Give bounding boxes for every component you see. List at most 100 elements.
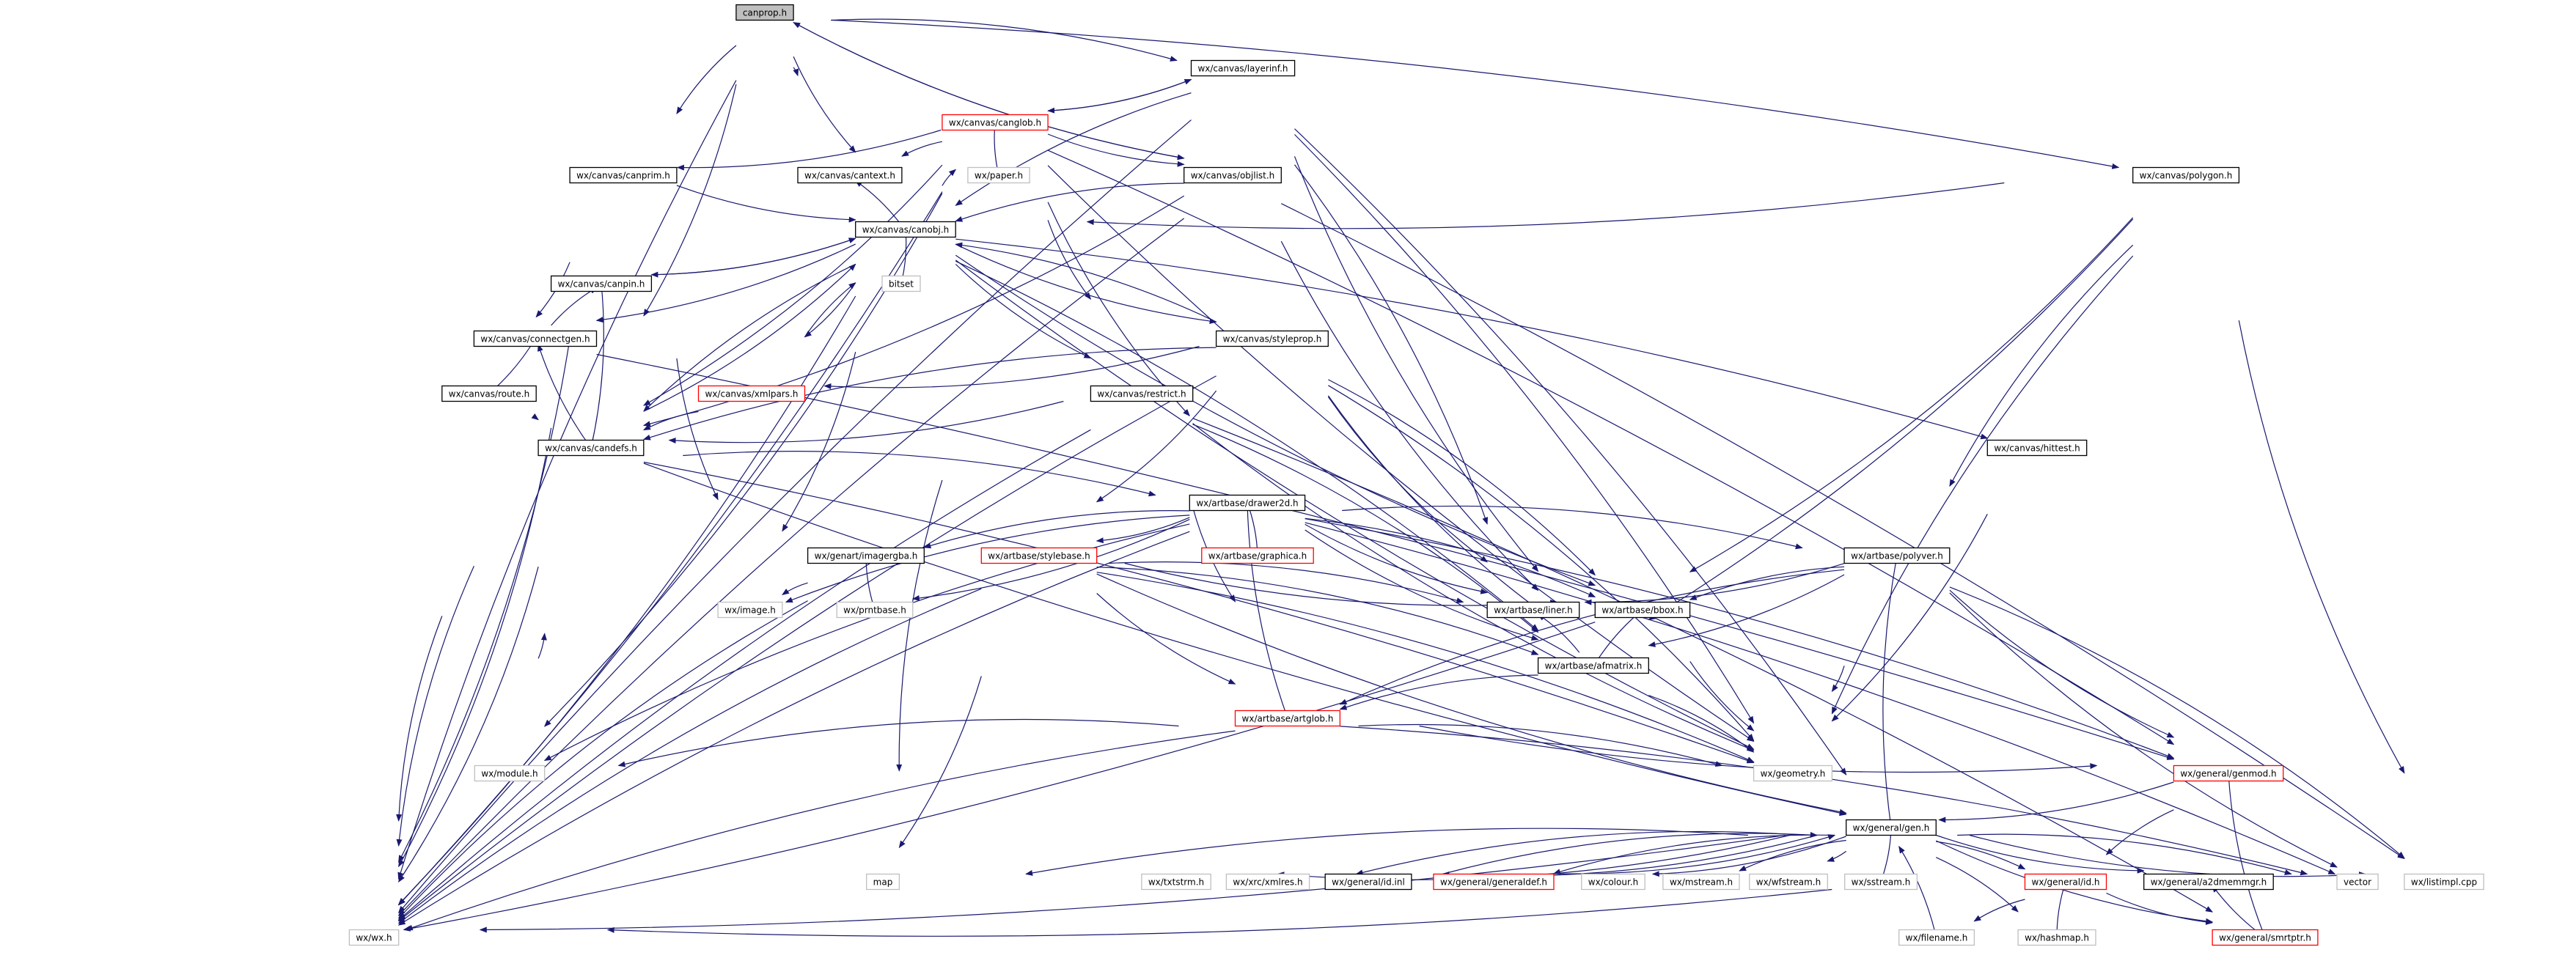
edge-imagergba-to-wxh: [397, 600, 808, 919]
node-idinl[interactable]: wx/general/id.inl: [1324, 873, 1412, 891]
edge-hittest-to-geometry: [1831, 514, 1988, 722]
edge-artglob-to-wxh: [405, 730, 1236, 931]
edge-layerinf-to-geometry: [1294, 134, 1755, 724]
edge-route-to-wxh: [396, 616, 443, 822]
edge-drawer2d-to-prntbase: [911, 519, 1190, 601]
node-objlist[interactable]: wx/canvas/objlist.h: [1184, 166, 1282, 184]
node-smrtptr[interactable]: wx/general/smrtptr.h: [2212, 929, 2319, 946]
edge-restrict-to-geometry: [1192, 423, 1755, 751]
node-candefs[interactable]: wx/canvas/candefs.h: [537, 439, 645, 457]
edge-connectgen-to-route: [488, 338, 536, 394]
edge-canprop-to-candefs: [643, 84, 737, 317]
node-box: [2404, 873, 2484, 891]
node-genmod[interactable]: wx/general/genmod.h: [2173, 764, 2284, 782]
node-box: [441, 385, 537, 402]
node-hittest[interactable]: wx/canvas/hittest.h: [1986, 439, 2088, 457]
edge-connectgen-to-genmod: [596, 353, 2175, 760]
node-xmlpars[interactable]: wx/canvas/xmlpars.h: [697, 385, 806, 402]
edge-candefs-to-wxh: [398, 567, 539, 883]
node-generaldef[interactable]: wx/general/generaldef.h: [1433, 873, 1555, 891]
node-label: wx/artbase/drawer2d.h: [1196, 498, 1298, 509]
node-box: [2143, 873, 2274, 891]
node-drawer2d[interactable]: wx/artbase/drawer2d.h: [1189, 494, 1306, 512]
node-wxh: wx/wx.h: [348, 929, 400, 946]
edge-canpin-to-connectgen: [551, 287, 598, 326]
node-afmatrix[interactable]: wx/artbase/afmatrix.h: [1537, 657, 1649, 674]
edge-styleprop-to-xmlpars: [823, 345, 1200, 389]
node-box: [1234, 710, 1341, 727]
edge-canobj-to-connectgen: [595, 243, 856, 323]
edge-stylebase-to-gen: [1096, 573, 1847, 815]
node-liner[interactable]: wx/artbase/liner.h: [1486, 601, 1580, 619]
edge-canprim-to-canobj: [676, 185, 856, 223]
edge-xmlpars-to-candefs: [643, 410, 699, 431]
node-label: wx/canvas/canobj.h: [862, 225, 950, 235]
node-canobj[interactable]: wx/canvas/canobj.h: [855, 221, 956, 238]
edge-route-to-candefs: [531, 413, 539, 421]
node-label: wx/general/gen.h: [1853, 823, 1930, 833]
node-label: wx/canvas/connectgen.h: [480, 334, 590, 344]
node-label: wx/artbase/polyver.h: [1851, 551, 1943, 561]
node-restrict[interactable]: wx/canvas/restrict.h: [1090, 385, 1194, 402]
node-label: wx/colour.h: [1588, 877, 1638, 888]
node-listimpl: wx/listimpl.cpp: [2404, 873, 2484, 891]
edge-gen-to-mstream: [1739, 839, 1846, 872]
edge-gen-to-hashmap: [1936, 857, 2019, 913]
node-label: wx/canvas/objlist.h: [1191, 171, 1275, 181]
edge-stylebase-to-bbox: [1124, 562, 1558, 606]
node-label: wx/canvas/hittest.h: [1994, 443, 2080, 454]
edge-artglob-to-module: [617, 718, 1179, 767]
node-polyver[interactable]: wx/artbase/polyver.h: [1843, 547, 1951, 564]
edge-gen-to-filename: [1898, 845, 1937, 937]
node-gen[interactable]: wx/general/gen.h: [1846, 819, 1937, 836]
node-a2dmemmgr[interactable]: wx/general/a2dmemmgr.h: [2143, 873, 2274, 891]
node-label: wx/canvas/xmlpars.h: [705, 389, 799, 399]
node-styleprop[interactable]: wx/canvas/styleprop.h: [1215, 330, 1329, 347]
edge-polyver-to-gen: [1882, 555, 1899, 828]
node-bbox[interactable]: wx/artbase/bbox.h: [1594, 601, 1691, 619]
node-route[interactable]: wx/canvas/route.h: [441, 385, 537, 402]
edge-canglob-to-cantext: [901, 141, 943, 157]
node-canpin[interactable]: wx/canvas/canpin.h: [550, 275, 653, 292]
edge-canobj-to-styleprop: [955, 243, 1217, 324]
node-box: [1201, 547, 1314, 564]
edge-drawer2d-to-imagergba: [923, 510, 1190, 549]
edge-stylebase-to-artglob: [1096, 593, 1236, 685]
node-canprim[interactable]: wx/canvas/canprim.h: [569, 166, 678, 184]
edge-afmatrix-to-geometry: [1648, 695, 1755, 753]
node-module: wx/module.h: [474, 764, 546, 782]
node-artglob[interactable]: wx/artbase/artglob.h: [1234, 710, 1341, 727]
node-label: canprop.h: [743, 8, 787, 18]
node-idh[interactable]: wx/general/id.h: [2024, 873, 2107, 891]
node-box: [2336, 873, 2379, 891]
node-imagergba[interactable]: wx/genart/imagergba.h: [807, 547, 925, 564]
node-filename: wx/filename.h: [1898, 929, 1975, 946]
node-label: wx/geometry.h: [1761, 769, 1826, 779]
node-polygon[interactable]: wx/canvas/polygon.h: [2132, 166, 2240, 184]
edge-bbox-to-wxh: [403, 622, 1596, 932]
node-layerinf[interactable]: wx/canvas/layerinf.h: [1190, 59, 1296, 77]
node-stylebase[interactable]: wx/artbase/stylebase.h: [980, 547, 1098, 564]
edge-canglob-to-objlist: [1047, 133, 1185, 167]
node-cantext[interactable]: wx/canvas/cantext.h: [797, 166, 903, 184]
edge-styleprop-to-wxh: [397, 375, 1217, 922]
edge-layerinf-to-liner: [1294, 164, 1489, 525]
node-canprop[interactable]: canprop.h: [735, 4, 794, 21]
edge-canobj-to-hittest: [955, 238, 1989, 440]
edge-polygon-to-afmatrix: [1648, 218, 2134, 621]
node-image: wx/image.h: [717, 601, 783, 619]
node-label: wx/wfstream.h: [1756, 877, 1821, 888]
edge-canprim-to-wxh: [398, 338, 570, 863]
edge-afmatrix-to-artglob: [1339, 674, 1538, 710]
node-label: wx/prntbase.h: [843, 605, 906, 616]
edge-canglob-to-geometry: [1047, 165, 1755, 742]
node-geometry: wx/geometry.h: [1753, 764, 1833, 782]
node-label: wx/txtstrm.h: [1148, 877, 1204, 888]
node-graphica[interactable]: wx/artbase/graphica.h: [1201, 547, 1314, 564]
node-canglob[interactable]: wx/canvas/canglob.h: [942, 114, 1049, 131]
edge-objlist-to-listimpl: [1281, 203, 2405, 859]
node-connectgen[interactable]: wx/canvas/connectgen.h: [473, 330, 598, 347]
edge-drawer2d-to-image: [785, 515, 1190, 603]
node-label: wx/canvas/layerinf.h: [1197, 64, 1288, 74]
edge-canobj-to-bbox: [955, 254, 1596, 586]
